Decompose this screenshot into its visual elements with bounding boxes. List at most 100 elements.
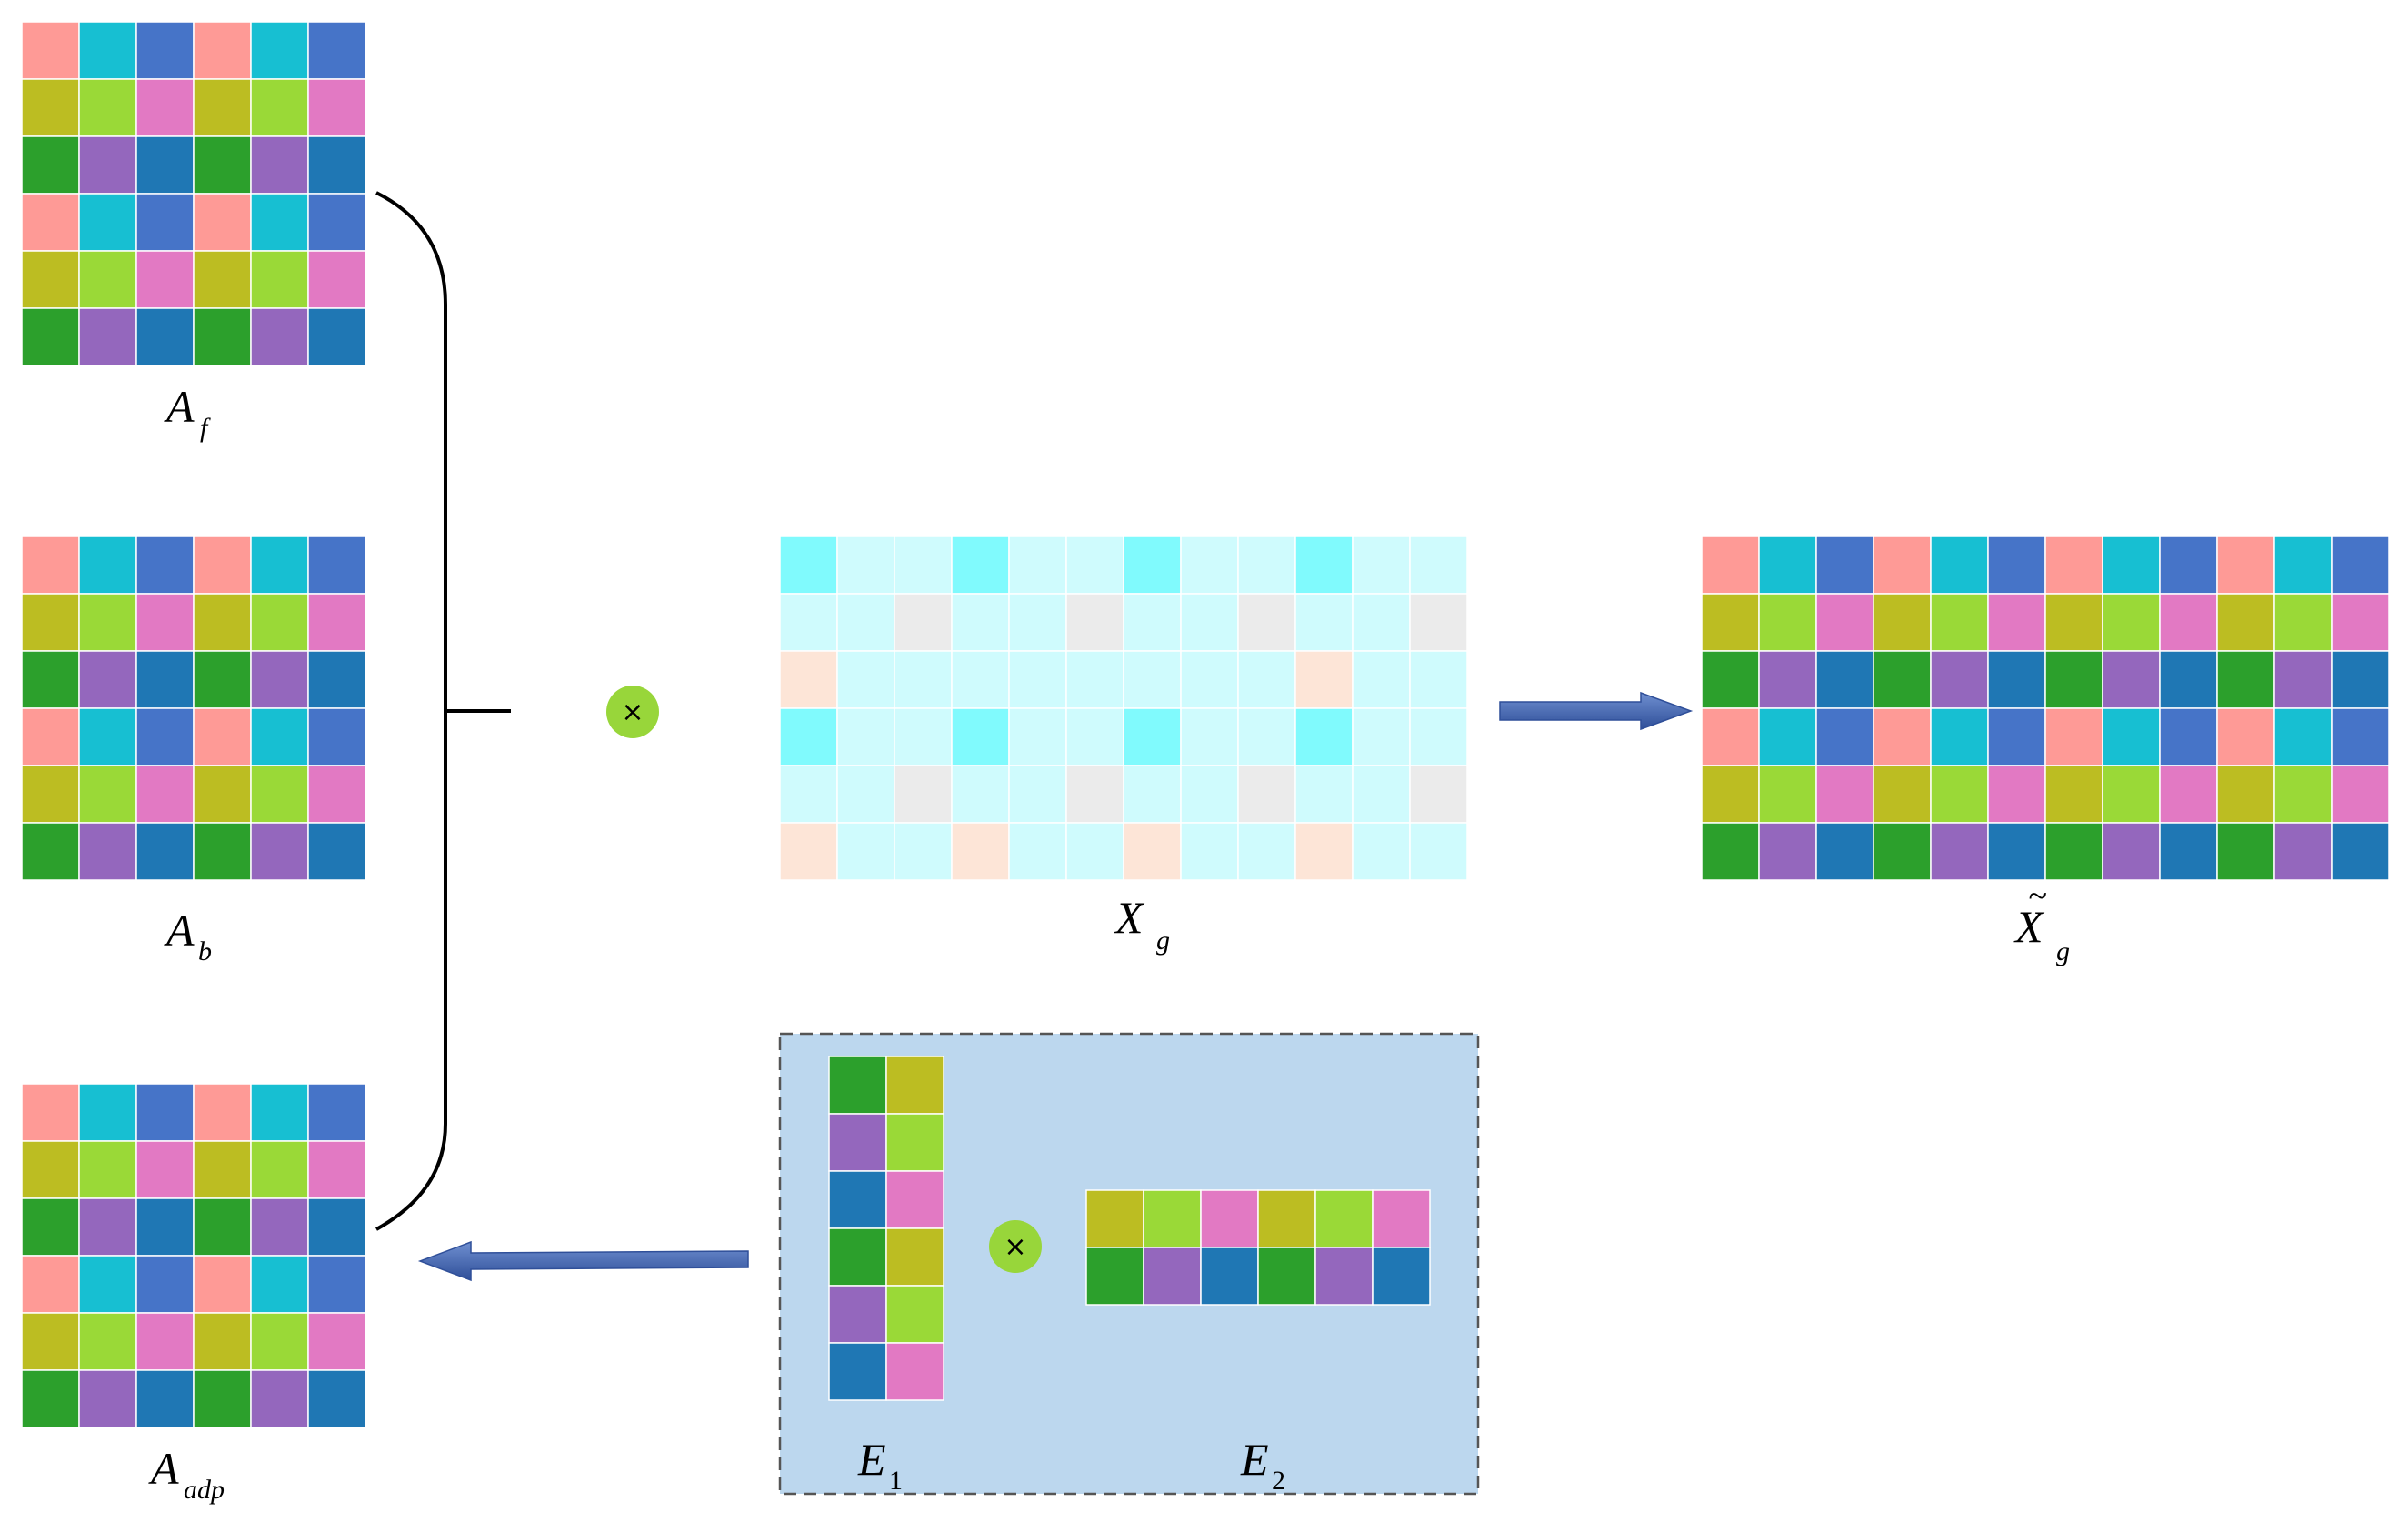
matrix-cell	[193, 1369, 252, 1428]
matrix-cell	[78, 1312, 137, 1371]
label-e1-base: E	[857, 1434, 886, 1485]
matrix-aadp	[21, 1083, 366, 1428]
matrix-cell	[894, 707, 953, 766]
matrix-cell	[193, 765, 252, 824]
matrix-cell	[193, 135, 252, 195]
matrix-cell	[1701, 707, 1760, 766]
matrix-cell	[1758, 593, 1817, 652]
multiply-symbol: ×	[1004, 1231, 1026, 1263]
matrix-cell	[1008, 707, 1067, 766]
matrix-cell	[1143, 1247, 1202, 1306]
matrix-cell	[307, 78, 366, 137]
matrix-cell	[2273, 707, 2333, 766]
label-xg: X g	[1114, 892, 1170, 956]
matrix-cell	[885, 1170, 944, 1229]
matrix-cell	[894, 765, 953, 824]
label-xgt-base: X	[2013, 901, 2045, 952]
matrix-cell	[1987, 593, 2046, 652]
matrix-cell	[250, 536, 309, 595]
matrix-cell	[1815, 707, 1874, 766]
label-xg-tilde: X ~ g	[2013, 877, 2070, 966]
matrix-cell	[1008, 536, 1067, 595]
matrix-cell	[1180, 593, 1239, 652]
matrix-cell	[894, 593, 953, 652]
matrix-cell	[828, 1342, 887, 1401]
matrix-cell	[193, 1312, 252, 1371]
matrix-cell	[1085, 1189, 1144, 1248]
matrix-cell	[1237, 765, 1296, 824]
matrix-cell	[885, 1227, 944, 1287]
matrix-cell	[250, 765, 309, 824]
matrix-cell	[1065, 707, 1124, 766]
matrix-cell	[2159, 593, 2218, 652]
matrix-cell	[1200, 1247, 1259, 1306]
matrix-cell	[1123, 707, 1182, 766]
matrix-cell	[1758, 536, 1817, 595]
matrix-cell	[779, 650, 838, 709]
matrix-cell	[307, 707, 366, 766]
matrix-cell	[250, 1140, 309, 1199]
matrix-cell	[135, 1197, 195, 1257]
matrix-cell	[250, 1369, 309, 1428]
matrix-cell	[307, 1140, 366, 1199]
matrix-cell	[1257, 1189, 1316, 1248]
matrix-cell	[307, 1312, 366, 1371]
matrix-cell	[2044, 536, 2103, 595]
matrix-cell	[193, 822, 252, 881]
matrix-cell	[21, 822, 80, 881]
label-e2: E 2	[1240, 1434, 1285, 1496]
matrix-cell	[307, 193, 366, 252]
matrix-cell	[1409, 650, 1468, 709]
matrix-cell	[2331, 707, 2390, 766]
matrix-xg-output	[1701, 536, 2390, 881]
matrix-cell	[2273, 650, 2333, 709]
matrix-cell	[1123, 650, 1182, 709]
label-e1: E 1	[857, 1434, 903, 1496]
matrix-cell	[135, 1369, 195, 1428]
matrix-cell	[2216, 765, 2275, 824]
matrix-cell	[2216, 822, 2275, 881]
matrix-cell	[307, 765, 366, 824]
matrix-cell	[250, 1197, 309, 1257]
matrix-cell	[21, 78, 80, 137]
matrix-cell	[1008, 765, 1067, 824]
matrix-cell	[78, 21, 137, 80]
matrix-cell	[1065, 822, 1124, 881]
matrix-cell	[1008, 650, 1067, 709]
matrix-cell	[2102, 536, 2161, 595]
matrix-cell	[2216, 593, 2275, 652]
matrix-cell	[894, 536, 953, 595]
matrix-cell	[307, 1197, 366, 1257]
matrix-cell	[1701, 765, 1760, 824]
matrix-cell	[836, 650, 895, 709]
matrix-cell	[78, 78, 137, 137]
matrix-cell	[1294, 650, 1354, 709]
arrow-to-aadp	[417, 1240, 749, 1282]
matrix-cell	[828, 1056, 887, 1115]
matrix-cell	[78, 1369, 137, 1428]
matrix-cell	[193, 707, 252, 766]
matrix-cell	[2216, 536, 2275, 595]
matrix-cell	[307, 21, 366, 80]
matrix-cell	[1180, 765, 1239, 824]
matrix-cell	[21, 650, 80, 709]
matrix-cell	[1352, 536, 1411, 595]
matrix-cell	[193, 1255, 252, 1314]
matrix-cell	[836, 765, 895, 824]
matrix-cell	[1758, 765, 1817, 824]
matrix-cell	[250, 822, 309, 881]
matrix-cell	[307, 250, 366, 309]
matrix-cell	[193, 21, 252, 80]
matrix-cell	[1930, 650, 1989, 709]
matrix-cell	[951, 822, 1010, 881]
matrix-cell	[2331, 650, 2390, 709]
matrix-cell	[78, 1197, 137, 1257]
matrix-ab	[21, 536, 366, 881]
matrix-cell	[21, 1083, 80, 1142]
matrix-cell	[2273, 822, 2333, 881]
matrix-cell	[1930, 822, 1989, 881]
matrix-cell	[1294, 593, 1354, 652]
matrix-af	[21, 21, 366, 366]
matrix-cell	[1930, 765, 1989, 824]
